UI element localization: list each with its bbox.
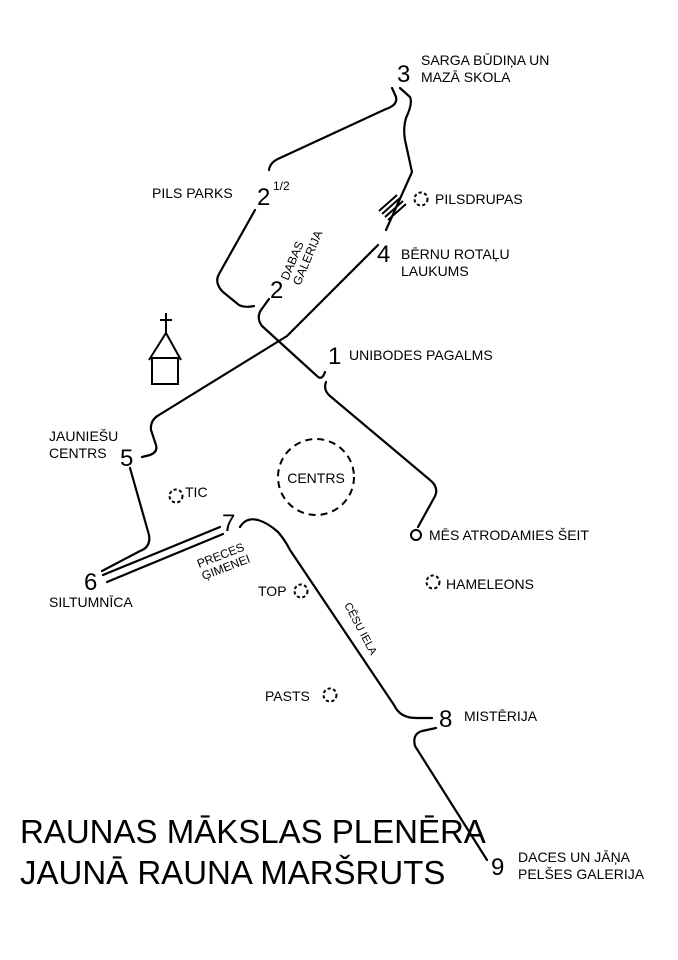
map-title-line1: RAUNAS MĀKSLAS PLENĒRA [20,813,486,850]
stop-8-label: MISTĒRIJA [464,708,538,724]
top-label: TOP [258,583,287,599]
route-segment-8-9 [413,726,489,862]
pasts-label: PASTS [265,688,310,704]
stop-3-label-line2: MAZĀ SKOLA [421,69,511,85]
stop-6-label: SILTUMNĪCA [49,594,133,610]
route-segment-6-7-b [105,532,225,584]
route-segment-5-6 [100,466,151,573]
landmark-markers [168,191,441,703]
stop-4-label-line1: BĒRNU ROTAĻU [401,246,510,262]
you-are-here-label: MĒS ATRODAMIES ŠEIT [429,527,589,543]
route-segment-6-7-a [101,525,222,577]
stop-9-label-line1: DACES UN JĀŅA [518,849,631,865]
stop-9-number: 9 [491,854,504,881]
route-segment-4-5 [140,243,380,459]
tic-label: TIC [185,484,208,500]
stop-2-label: DABAS GALERIJA [278,228,326,287]
stop-1-label: UNIBODES PAGALMS [349,347,493,363]
stop-4-label-line2: LAUKUMS [401,263,469,279]
church-icon [148,313,182,385]
stop-6-number: 6 [84,569,97,596]
stop-2-number: 2 [270,277,283,304]
stop-8-number: 8 [439,706,452,733]
pilsdrupas-label: PILSDRUPAS [435,191,523,207]
hameleons-label: HAMELEONS [446,576,534,592]
stop-2half-fraction: 1/2 [273,179,290,193]
tic-marker-icon [168,488,184,504]
stop-2half-number: 2 [257,184,270,211]
you-are-here-marker-icon [410,529,422,541]
route-lines [100,86,489,862]
centrs-label: CENTRS [287,470,345,486]
route-segment-7-8 [238,518,434,720]
stop-2half-label: PILS PARKS [152,185,233,201]
route-segment-2half-2 [216,208,257,308]
stop-3-number: 3 [397,61,410,88]
stop-7-label: PRECES ĢIMENEI [195,540,252,583]
stop-5-number: 5 [120,445,133,472]
route-segment-1-here [324,380,438,529]
hameleons-marker-icon [425,574,441,590]
stop-1-number: 1 [328,343,341,370]
stop-4-number: 4 [377,241,390,268]
pilsdrupas-marker-icon [413,191,429,207]
street-label: CĒSU IELA [341,601,379,658]
pasts-marker-icon [322,687,338,703]
stop-5-label-line1: JAUNIEŠU [49,428,118,444]
stop-3-label-line1: SARGA BŪDIŅA UN [421,52,549,68]
map-title-line2: JAUNĀ RAUNA MARŠRUTS [20,854,445,891]
stop-5-label-line2: CENTRS [49,445,107,461]
route-segment-2-1 [257,297,327,379]
bridge-hatch-icon [378,194,407,221]
stop-9-label-line2: PELŠES GALERIJA [518,866,645,882]
route-segment-3-4 [384,86,414,232]
stop-7-number: 7 [222,510,235,537]
centrs-circle [277,438,355,516]
top-marker-icon [293,583,309,599]
route-segment-3-2half [267,86,398,172]
